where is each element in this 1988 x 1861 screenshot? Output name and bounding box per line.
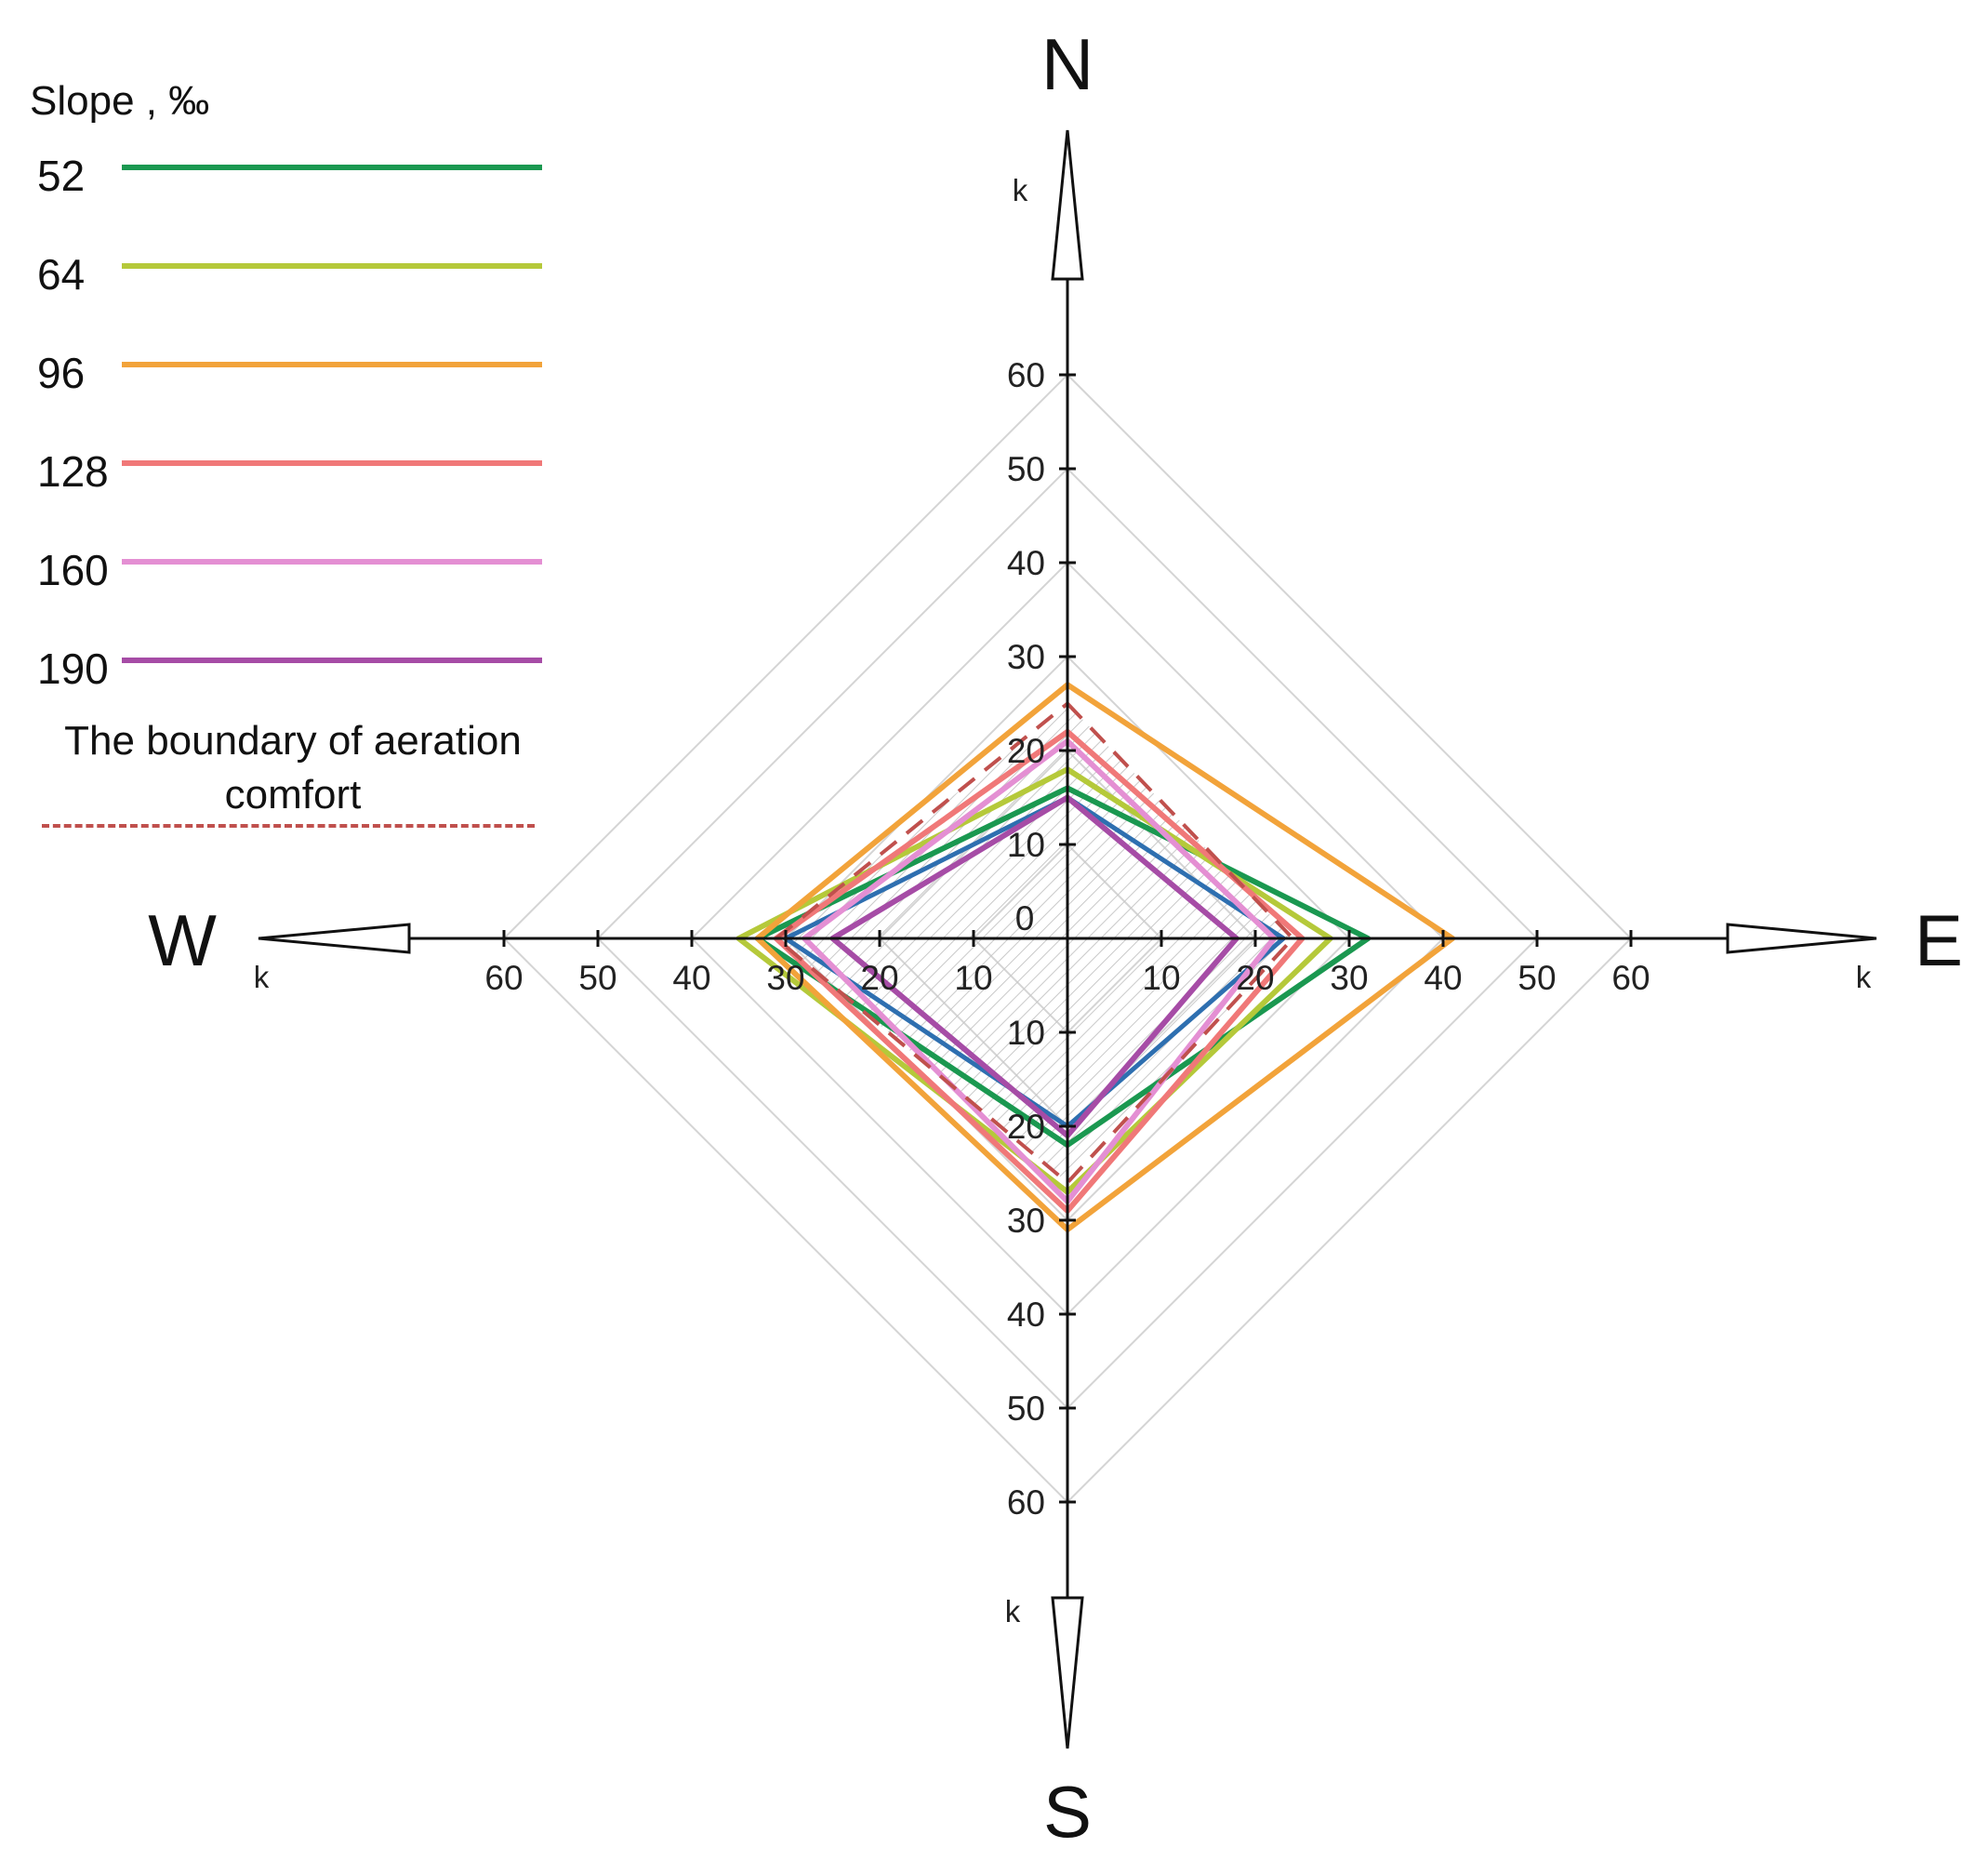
tick-label-e-10: 10 (1142, 959, 1180, 997)
tick-label-w-10: 10 (954, 959, 992, 997)
tick-label-e-30: 30 (1330, 959, 1368, 997)
legend-swatch-190 (122, 658, 542, 663)
tick-label-s-30: 30 (1007, 1202, 1045, 1240)
axis-unit-label-e: k (1856, 960, 1872, 994)
direction-label-e: E (1915, 899, 1963, 981)
tick-label-n-60: 60 (1007, 356, 1045, 394)
tick-label-s-60: 60 (1007, 1483, 1045, 1522)
tick-label-n-20: 20 (1007, 732, 1045, 770)
tick-label-w-60: 60 (484, 959, 523, 997)
axis-unit-label-w: k (254, 960, 270, 994)
arrow-s (1051, 1596, 1084, 1749)
legend-label-190: 190 (37, 645, 109, 693)
arrow-w (258, 923, 411, 954)
axis-unit-label-n: k (1013, 173, 1028, 207)
tick-label-n-50: 50 (1007, 450, 1045, 488)
tick-label-s-10: 10 (1007, 1014, 1045, 1052)
axis-unit-label-s: k (1005, 1594, 1021, 1628)
legend-swatch-52 (122, 165, 542, 170)
boundary-line (773, 700, 1296, 1186)
legend-title: Slope , ‰ (30, 78, 210, 124)
legend-swatch-128 (122, 460, 542, 466)
legend-boundary-swatch (42, 824, 535, 828)
tick-label-e-40: 40 (1424, 959, 1462, 997)
tick-label-n-10: 10 (1007, 826, 1045, 864)
legend-swatch-160 (122, 559, 542, 565)
comfort-zone-fill (775, 703, 1293, 1183)
legend-swatch-96 (122, 362, 542, 367)
tick-label-s-20: 20 (1007, 1108, 1045, 1146)
tick-label-e-60: 60 (1611, 959, 1650, 997)
legend-label-128: 128 (37, 447, 109, 496)
legend-label-160: 160 (37, 546, 109, 594)
legend-label-64: 64 (37, 250, 86, 299)
tick-label-n-40: 40 (1007, 544, 1045, 582)
direction-label-n: N (1041, 23, 1093, 105)
tick-label-w-20: 20 (860, 959, 898, 997)
tick-label-s-40: 40 (1007, 1296, 1045, 1334)
origin-label: 0 (1015, 899, 1035, 937)
legend-label-96: 96 (37, 349, 86, 397)
axes (258, 129, 1877, 1749)
direction-label-w: W (148, 899, 217, 981)
legend-swatch-64 (122, 263, 542, 269)
tick-label-w-30: 30 (766, 959, 804, 997)
tick-label-e-20: 20 (1236, 959, 1274, 997)
tick-label-w-50: 50 (578, 959, 616, 997)
arrow-n (1051, 129, 1084, 281)
arrow-e (1726, 923, 1877, 954)
legend-label-52: 52 (37, 152, 86, 200)
direction-label-s: S (1043, 1771, 1092, 1853)
tick-labels: 10 10 10 10 20 20 20 20 30 30 30 30 40 40 40 40 50 50 50 50… (484, 356, 1650, 1522)
comfort-zone-hatch (775, 703, 1293, 1183)
tick-label-n-30: 30 (1007, 638, 1045, 676)
tick-label-w-40: 40 (672, 959, 710, 997)
tick-label-s-50: 50 (1007, 1389, 1045, 1428)
legend-boundary-label: The boundary of aeration comfort (64, 718, 522, 818)
tick-label-e-50: 50 (1518, 959, 1556, 997)
